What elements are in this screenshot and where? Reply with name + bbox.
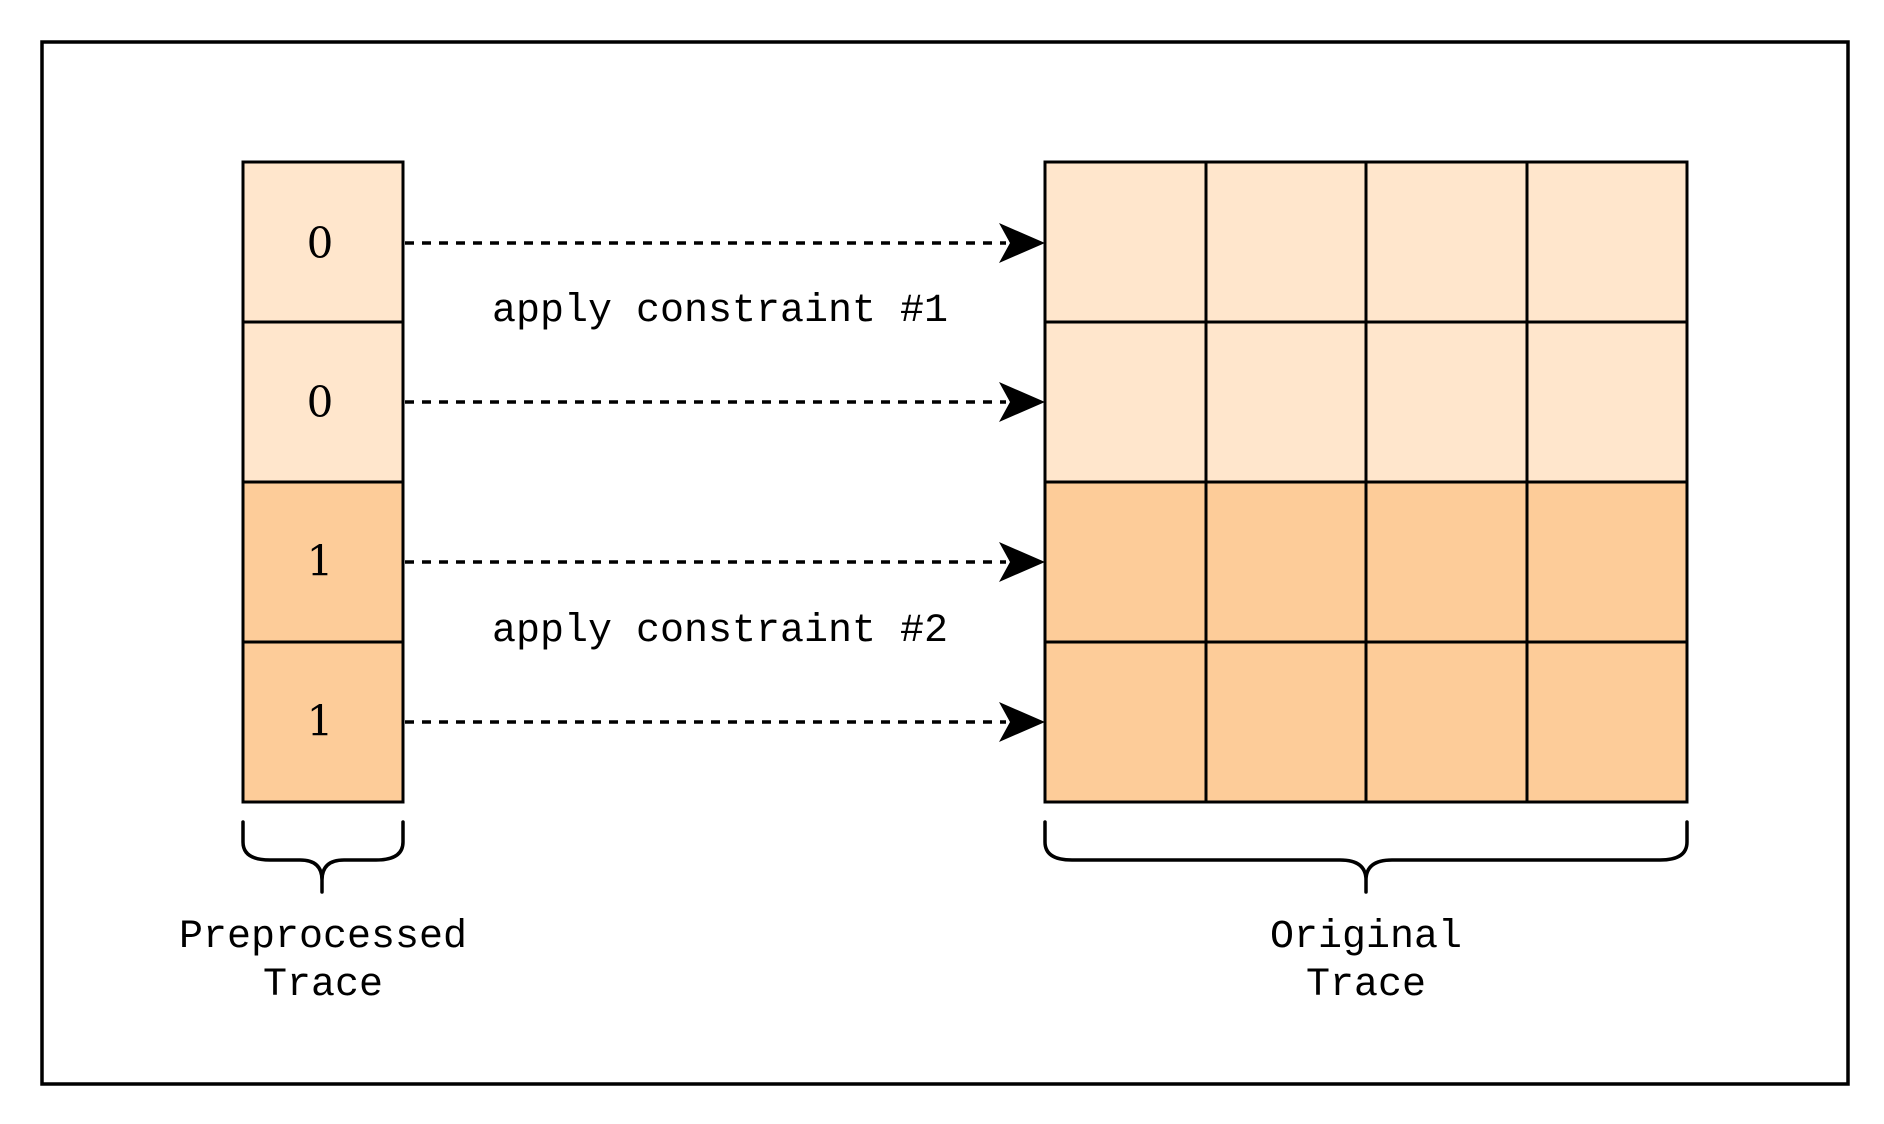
original-cell-r2c2 (1204, 320, 1368, 484)
original-trace-brace (1043, 820, 1689, 894)
arrow-row-3 (405, 542, 1045, 582)
preprocessed-trace-label-line2: Trace (263, 963, 383, 1008)
preprocessed-value-4: 1 (307, 697, 334, 746)
preprocessed-value-1: 0 (307, 219, 334, 268)
original-cell-r3c1 (1043, 480, 1208, 644)
preprocessed-cell-2 (241, 320, 405, 484)
original-cell-r3c3 (1364, 480, 1529, 644)
original-cell-r4c3 (1364, 640, 1529, 804)
original-cell-r2c1 (1043, 320, 1208, 484)
arrow-row-2 (405, 382, 1045, 422)
original-trace-grid (1043, 160, 1689, 804)
constraint-label-2: apply constraint #2 (492, 609, 948, 654)
row-arrows (405, 223, 1045, 742)
original-cell-r4c1 (1043, 640, 1208, 804)
preprocessed-trace-brace (241, 820, 405, 894)
preprocessed-value-3: 1 (307, 537, 334, 586)
original-cell-r1c4 (1525, 160, 1689, 324)
original-cell-r2c4 (1525, 320, 1689, 484)
preprocessed-trace-label-line1: Preprocessed (179, 915, 467, 960)
original-trace-label-line1: Original (1270, 915, 1462, 960)
preprocessed-value-2: 0 (307, 378, 334, 427)
original-cell-r4c4 (1525, 640, 1689, 804)
arrow-row-1 (405, 223, 1045, 263)
original-cell-r1c2 (1204, 160, 1368, 324)
original-cell-r3c2 (1204, 480, 1368, 644)
constraint-label-1: apply constraint #1 (492, 289, 948, 334)
preprocessed-cell-1 (241, 160, 405, 324)
original-cell-r4c2 (1204, 640, 1368, 804)
preprocessed-cell-4 (241, 640, 405, 804)
original-trace-label-line2: Trace (1306, 963, 1426, 1008)
original-cell-r3c4 (1525, 480, 1689, 644)
arrow-row-4 (405, 702, 1045, 742)
original-cell-r2c3 (1364, 320, 1529, 484)
original-cell-r1c3 (1364, 160, 1529, 324)
preprocessed-trace-column: 0 0 1 1 (241, 160, 405, 804)
original-cell-r1c1 (1043, 160, 1208, 324)
preprocessed-cell-3 (241, 480, 405, 644)
